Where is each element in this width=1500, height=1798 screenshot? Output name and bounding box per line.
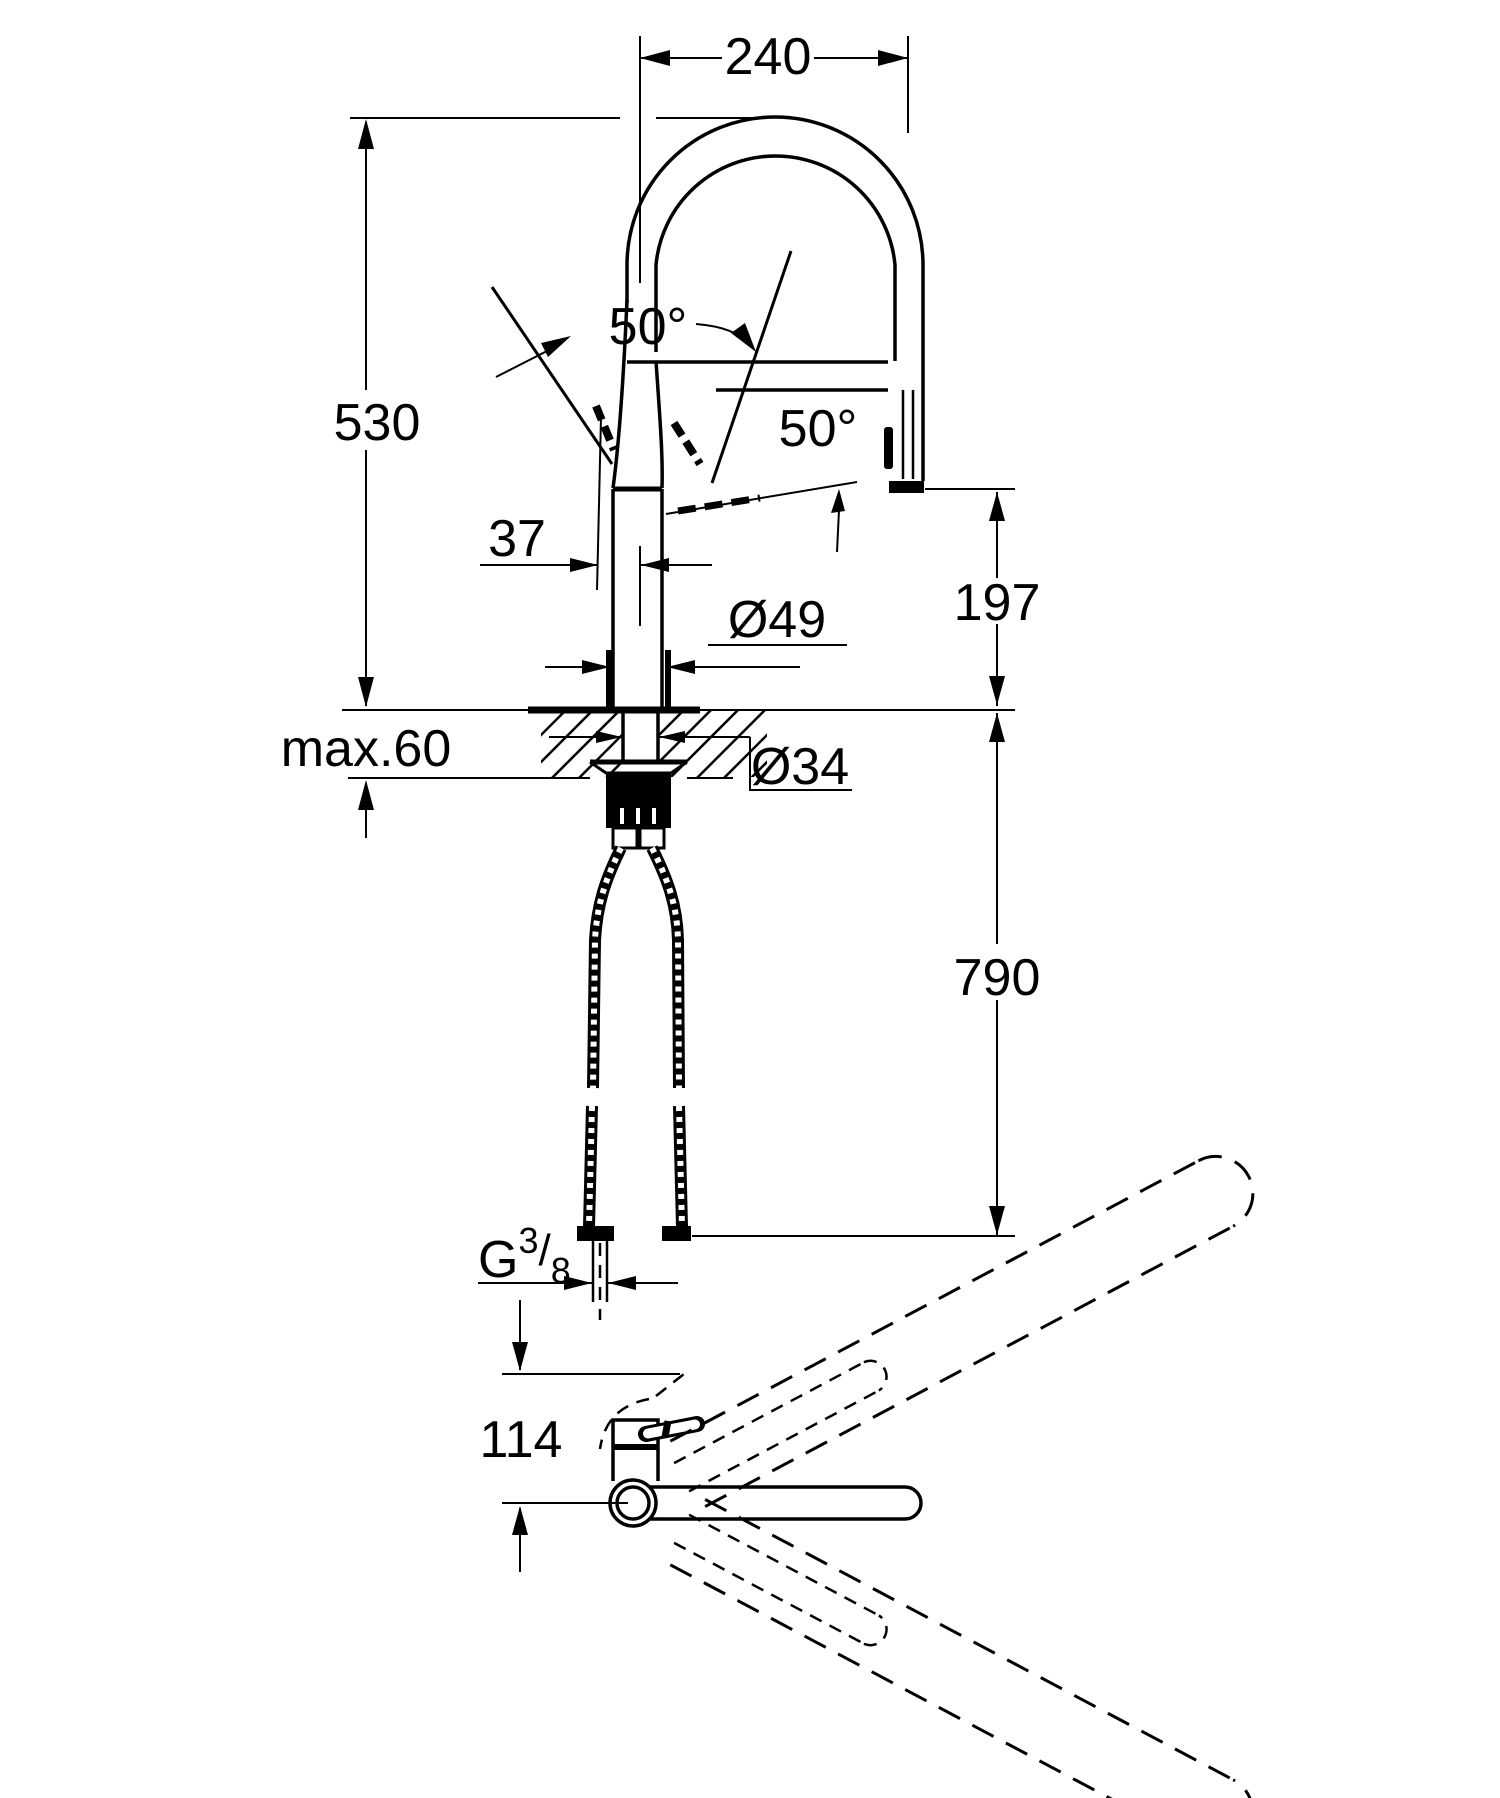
plan-handle-axis-ticks (655, 1373, 685, 1397)
dim-plan-depth: 114 (480, 1300, 680, 1572)
dim-handle-offset: 37 (480, 416, 712, 626)
plan-body (611, 1418, 660, 1481)
body-cone-left (611, 299, 629, 489)
angle-arrow-left-head (541, 336, 571, 357)
dim-deck-thickness-label: max.60 (281, 720, 452, 778)
lever-closed-axis-dash (592, 404, 618, 452)
nut-slot-3 (652, 808, 656, 824)
dim-handle-offset-label: 37 (488, 510, 546, 568)
nut-slot-1 (620, 808, 624, 824)
dim-hole-diameter: Ø34 (549, 731, 852, 796)
dim-thread: G3/8 (478, 1220, 678, 1291)
nut-slot-2 (636, 808, 640, 824)
dim-outlet-height-label: 197 (954, 574, 1041, 632)
plan-spout-swivel-upper (669, 1155, 1255, 1508)
angle-right-label: 50° (779, 400, 858, 458)
plan-handle-arc (598, 1397, 650, 1450)
angle-arrow-left-tail (495, 349, 550, 378)
plan-spout-solid (649, 1485, 923, 1521)
dim-hole-diameter-label: Ø34 (751, 738, 849, 796)
spray-head-cap (889, 481, 924, 493)
plan-spout-swivel-lower (669, 1498, 1252, 1798)
dock-magnet (884, 427, 893, 469)
dim-spout-reach: 240 (639, 28, 909, 283)
side-view (342, 115, 1015, 1320)
plan-view (598, 1155, 1255, 1798)
dim-body-diameter: Ø49 (545, 591, 847, 674)
angle-arrow-right-tail (836, 509, 840, 553)
dim-height-label: 530 (334, 394, 421, 452)
lever-horizontal-axis (665, 481, 858, 515)
dim-outlet-height: 197 (925, 488, 1041, 706)
dim-deck-thickness: max.60 (281, 720, 452, 838)
angle-arrow-curved-head (731, 323, 756, 352)
spout-inner-arc (654, 154, 897, 361)
lever-open-line (710, 250, 793, 484)
supply-hoses (583, 845, 688, 1228)
hose-end-fitting-left (577, 1226, 614, 1241)
angle-left-label: 50° (609, 298, 688, 356)
plan-pivot-outer (608, 1478, 658, 1528)
thread-label: G3/8 (478, 1220, 571, 1291)
dim-height: 530 (334, 117, 760, 707)
hose-connector-left (611, 826, 639, 850)
dim-body-diameter-label: Ø49 (728, 591, 826, 649)
lever-horizontal-axis-dash (677, 494, 761, 515)
dim-plan-depth-label: 114 (480, 1411, 563, 1469)
plan-pivot-inner (615, 1485, 651, 1521)
lever-closed-line (490, 286, 614, 465)
deck-hatch-right (659, 711, 767, 777)
dimensions: 240 530 50° 50° 37 (281, 28, 1041, 1572)
body-cone-right (654, 360, 664, 489)
dim-hose-length-label: 790 (954, 949, 1041, 1007)
plan-lever-pin (661, 1420, 672, 1438)
angle-arrow-right-head (831, 489, 845, 513)
hose-connector-right (638, 826, 666, 850)
plan-lever-fill (643, 1419, 700, 1439)
hose-end-fitting-right (662, 1226, 691, 1241)
deck-hatch-left (541, 711, 622, 777)
dim-spout-reach-label: 240 (725, 28, 812, 86)
dim-hose-length: 790 (692, 713, 1041, 1237)
lever-open-axis-dash (670, 420, 704, 467)
